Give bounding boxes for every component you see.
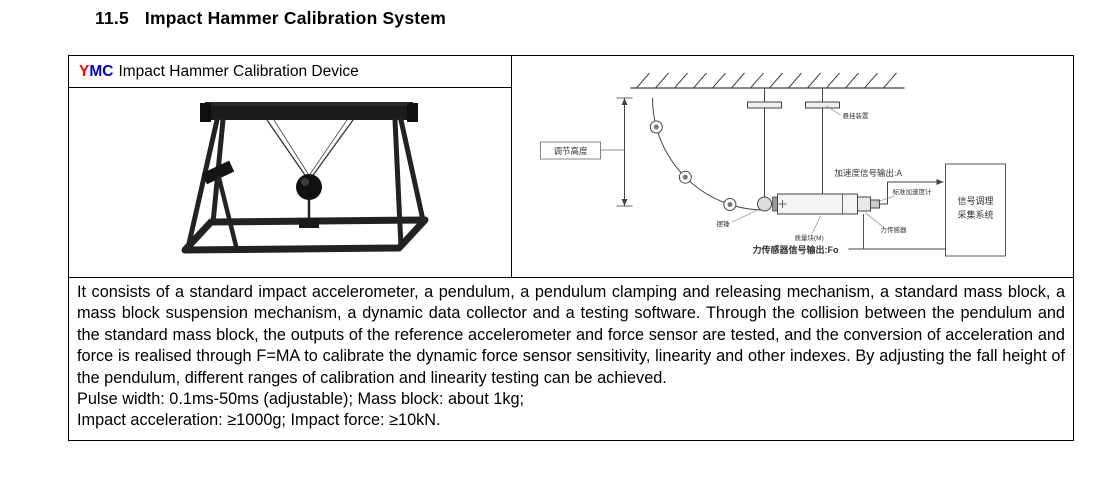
device-name: Impact Hammer Calibration Device	[118, 62, 359, 80]
section-title: Impact Hammer Calibration System	[144, 8, 446, 28]
photo-base-frame	[181, 216, 429, 254]
photo-pendulum	[266, 119, 354, 228]
acceleration-output-label: 加速度信号输出:A	[835, 168, 903, 178]
accelerometer-label: 标准加速度计	[893, 187, 933, 196]
suspension-hangers	[747, 88, 840, 197]
adjust-height-label: 调节高度	[553, 146, 588, 156]
spec-impact: Impact acceleration: ≥1000g; Impact forc…	[77, 411, 441, 430]
device-photo	[181, 102, 429, 254]
force-output: 力传感器信号输出:Fo	[753, 214, 946, 255]
force-output-label: 力传感器信号输出:Fo	[753, 244, 839, 255]
suspension-label: 悬挂装置	[843, 111, 870, 120]
pendulum-swing-arc	[649, 97, 765, 211]
ceiling-hatch	[630, 72, 905, 89]
signal-acquisition-box: 信号调理 采集系统	[945, 163, 1006, 257]
brand-letters-mc: MC	[89, 62, 114, 80]
description-paragraph: It consists of a standard impact acceler…	[77, 283, 1065, 387]
pendulum-label: 摆锤	[717, 219, 731, 228]
signal-box-line2: 采集系统	[957, 209, 993, 220]
section-heading: 11.5 Impact Hammer Calibration System	[95, 8, 446, 29]
device-photo-cell	[69, 88, 512, 277]
device-diagram-cell: 调节高度 加速度信号输出:A	[512, 56, 1073, 277]
signal-box-line1: 信号调理	[957, 195, 993, 206]
spec-pulse-mass: Pulse width: 0.1ms-50ms (adjustable); Ma…	[77, 390, 525, 409]
impact-assembly	[757, 193, 880, 215]
component-callouts: 悬挂装置 摆锤 质量块(M) 力传感器 标准加速度计	[717, 105, 933, 242]
photo-top-beam	[200, 102, 418, 122]
section-number: 11.5	[95, 8, 129, 28]
photo-hammer	[201, 160, 239, 249]
brand-letter-y: Y	[79, 62, 90, 80]
acceleration-output: 加速度信号输出:A	[835, 168, 944, 205]
device-description-cell: It consists of a standard impact acceler…	[69, 277, 1073, 440]
mass-block-label: 质量块(M)	[795, 233, 824, 242]
force-sensor-label: 力传感器	[881, 225, 908, 234]
fall-height-dimension: 调节高度	[540, 97, 633, 207]
device-schematic: 调节高度 加速度信号输出:A	[540, 72, 1006, 257]
